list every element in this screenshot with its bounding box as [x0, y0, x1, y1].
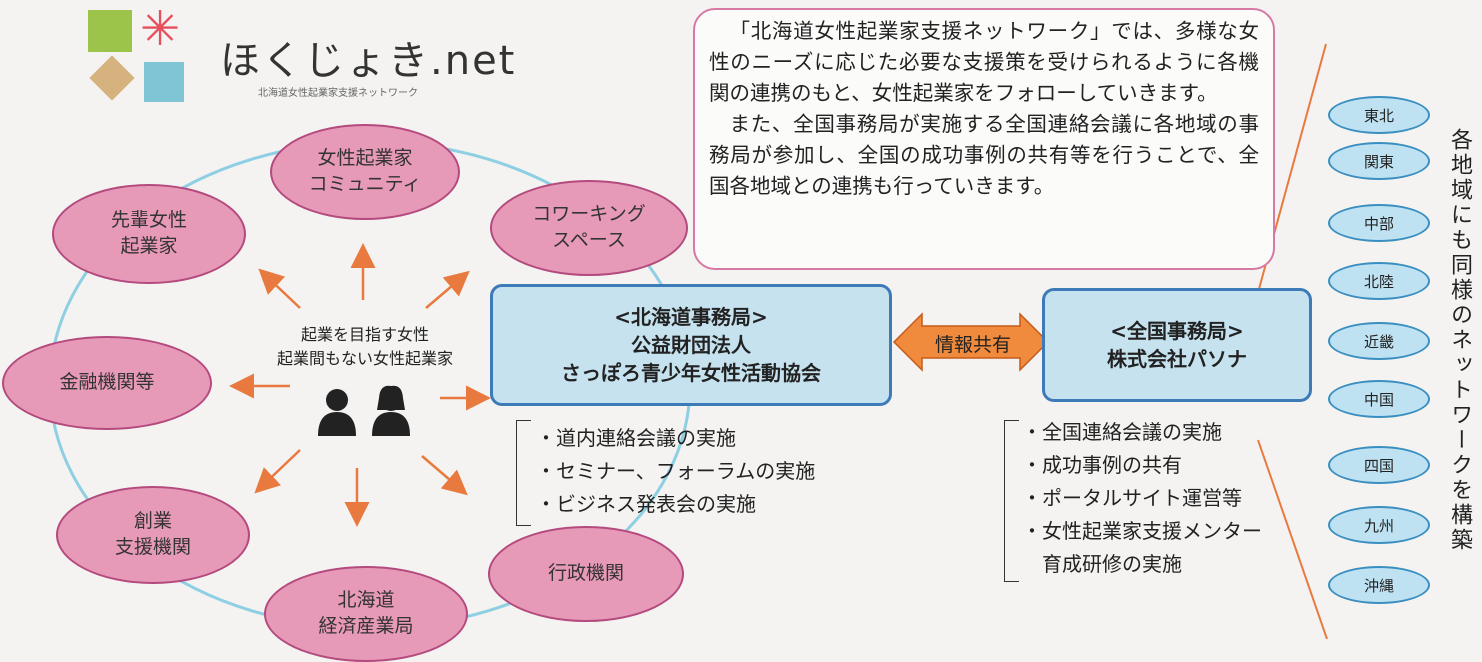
target-women-label: 起業を目指す女性 起業間もない女性起業家: [276, 325, 453, 368]
description-box: 「北海道女性起業家支援ネットワーク」では、多様な女性のニーズに応じた必要な支援策…: [693, 8, 1275, 270]
list-item: ・セミナー、フォーラムの実施: [536, 459, 816, 483]
description-paragraph-1: 「北海道女性起業家支援ネットワーク」では、多様な女性のニーズに応じた必要な支援策…: [709, 19, 1259, 105]
oval-senior: 先輩女性 起業家: [52, 184, 246, 284]
national-brace: [1004, 420, 1019, 582]
logo-title: ほくじょき.net: [220, 38, 517, 84]
region-kanto: 関東: [1328, 142, 1430, 180]
arrow-upright: [425, 270, 470, 309]
side-note: 各地域にも同様のネットワークを構築: [1447, 128, 1472, 553]
info-share-label: 情報共有: [934, 334, 1011, 356]
oval-finance: 金融機関等: [2, 336, 212, 430]
logo-subtitle: 北海道女性起業家支援ネットワーク: [258, 88, 418, 99]
oval-community: 女性起業家 コミュニティ: [270, 124, 460, 220]
national-activities: ・全国連絡会議の実施 ・成功事例の共有 ・ポータルサイト運営等 ・女性起業家支援…: [1022, 416, 1262, 581]
divider-line-2: [1257, 439, 1328, 639]
list-item: ・成功事例の共有: [1022, 453, 1182, 477]
region-okinawa: 沖縄: [1328, 566, 1430, 604]
arrow-upleft: [258, 268, 301, 309]
list-item: 育成研修の実施: [1022, 552, 1182, 576]
region-shikoku: 四国: [1328, 446, 1430, 484]
two-women-icon: [318, 385, 410, 436]
national-office-box: <全国事務局> 株式会社パソナ: [1042, 288, 1312, 402]
hokkaido-activities: ・道内連絡会議の実施 ・セミナー、フォーラムの実施 ・ビジネス発表会の実施: [536, 422, 815, 521]
logo-square-blue: [144, 62, 184, 102]
list-item: ・道内連絡会議の実施: [536, 426, 736, 450]
logo-square-green: [88, 10, 132, 52]
oval-admin: 行政機関: [488, 526, 684, 622]
region-kyushu: 九州: [1328, 506, 1430, 544]
region-chubu: 中部: [1328, 204, 1430, 242]
list-item: ・女性起業家支援メンター: [1022, 519, 1262, 543]
list-item: ・全国連絡会議の実施: [1022, 420, 1222, 444]
hokkaido-office-box: <北海道事務局> 公益財団法人 さっぽろ青少年女性活動協会: [490, 284, 892, 406]
region-tohoku: 東北: [1328, 96, 1430, 134]
oval-coworking: コワーキング スペース: [490, 180, 688, 276]
arrow-downright: [421, 455, 468, 496]
list-item: ・ビジネス発表会の実施: [536, 492, 756, 516]
region-kinki: 近畿: [1328, 322, 1430, 360]
description-paragraph-2: また、全国事務局が実施する全国連絡会議に各地域の事務局が参加し、全国の成功事例の…: [709, 112, 1259, 198]
logo-asterisk-icon: ✳: [140, 1, 181, 57]
region-hokuriku: 北陸: [1328, 262, 1430, 300]
arrow-downleft: [254, 449, 301, 494]
list-item: ・ポータルサイト運営等: [1022, 486, 1242, 510]
oval-startup-support: 創業 支援機関: [56, 486, 250, 584]
hokkaido-brace: [516, 420, 531, 526]
region-chugoku: 中国: [1328, 380, 1430, 418]
oval-meti: 北海道 経済産業局: [264, 566, 468, 662]
